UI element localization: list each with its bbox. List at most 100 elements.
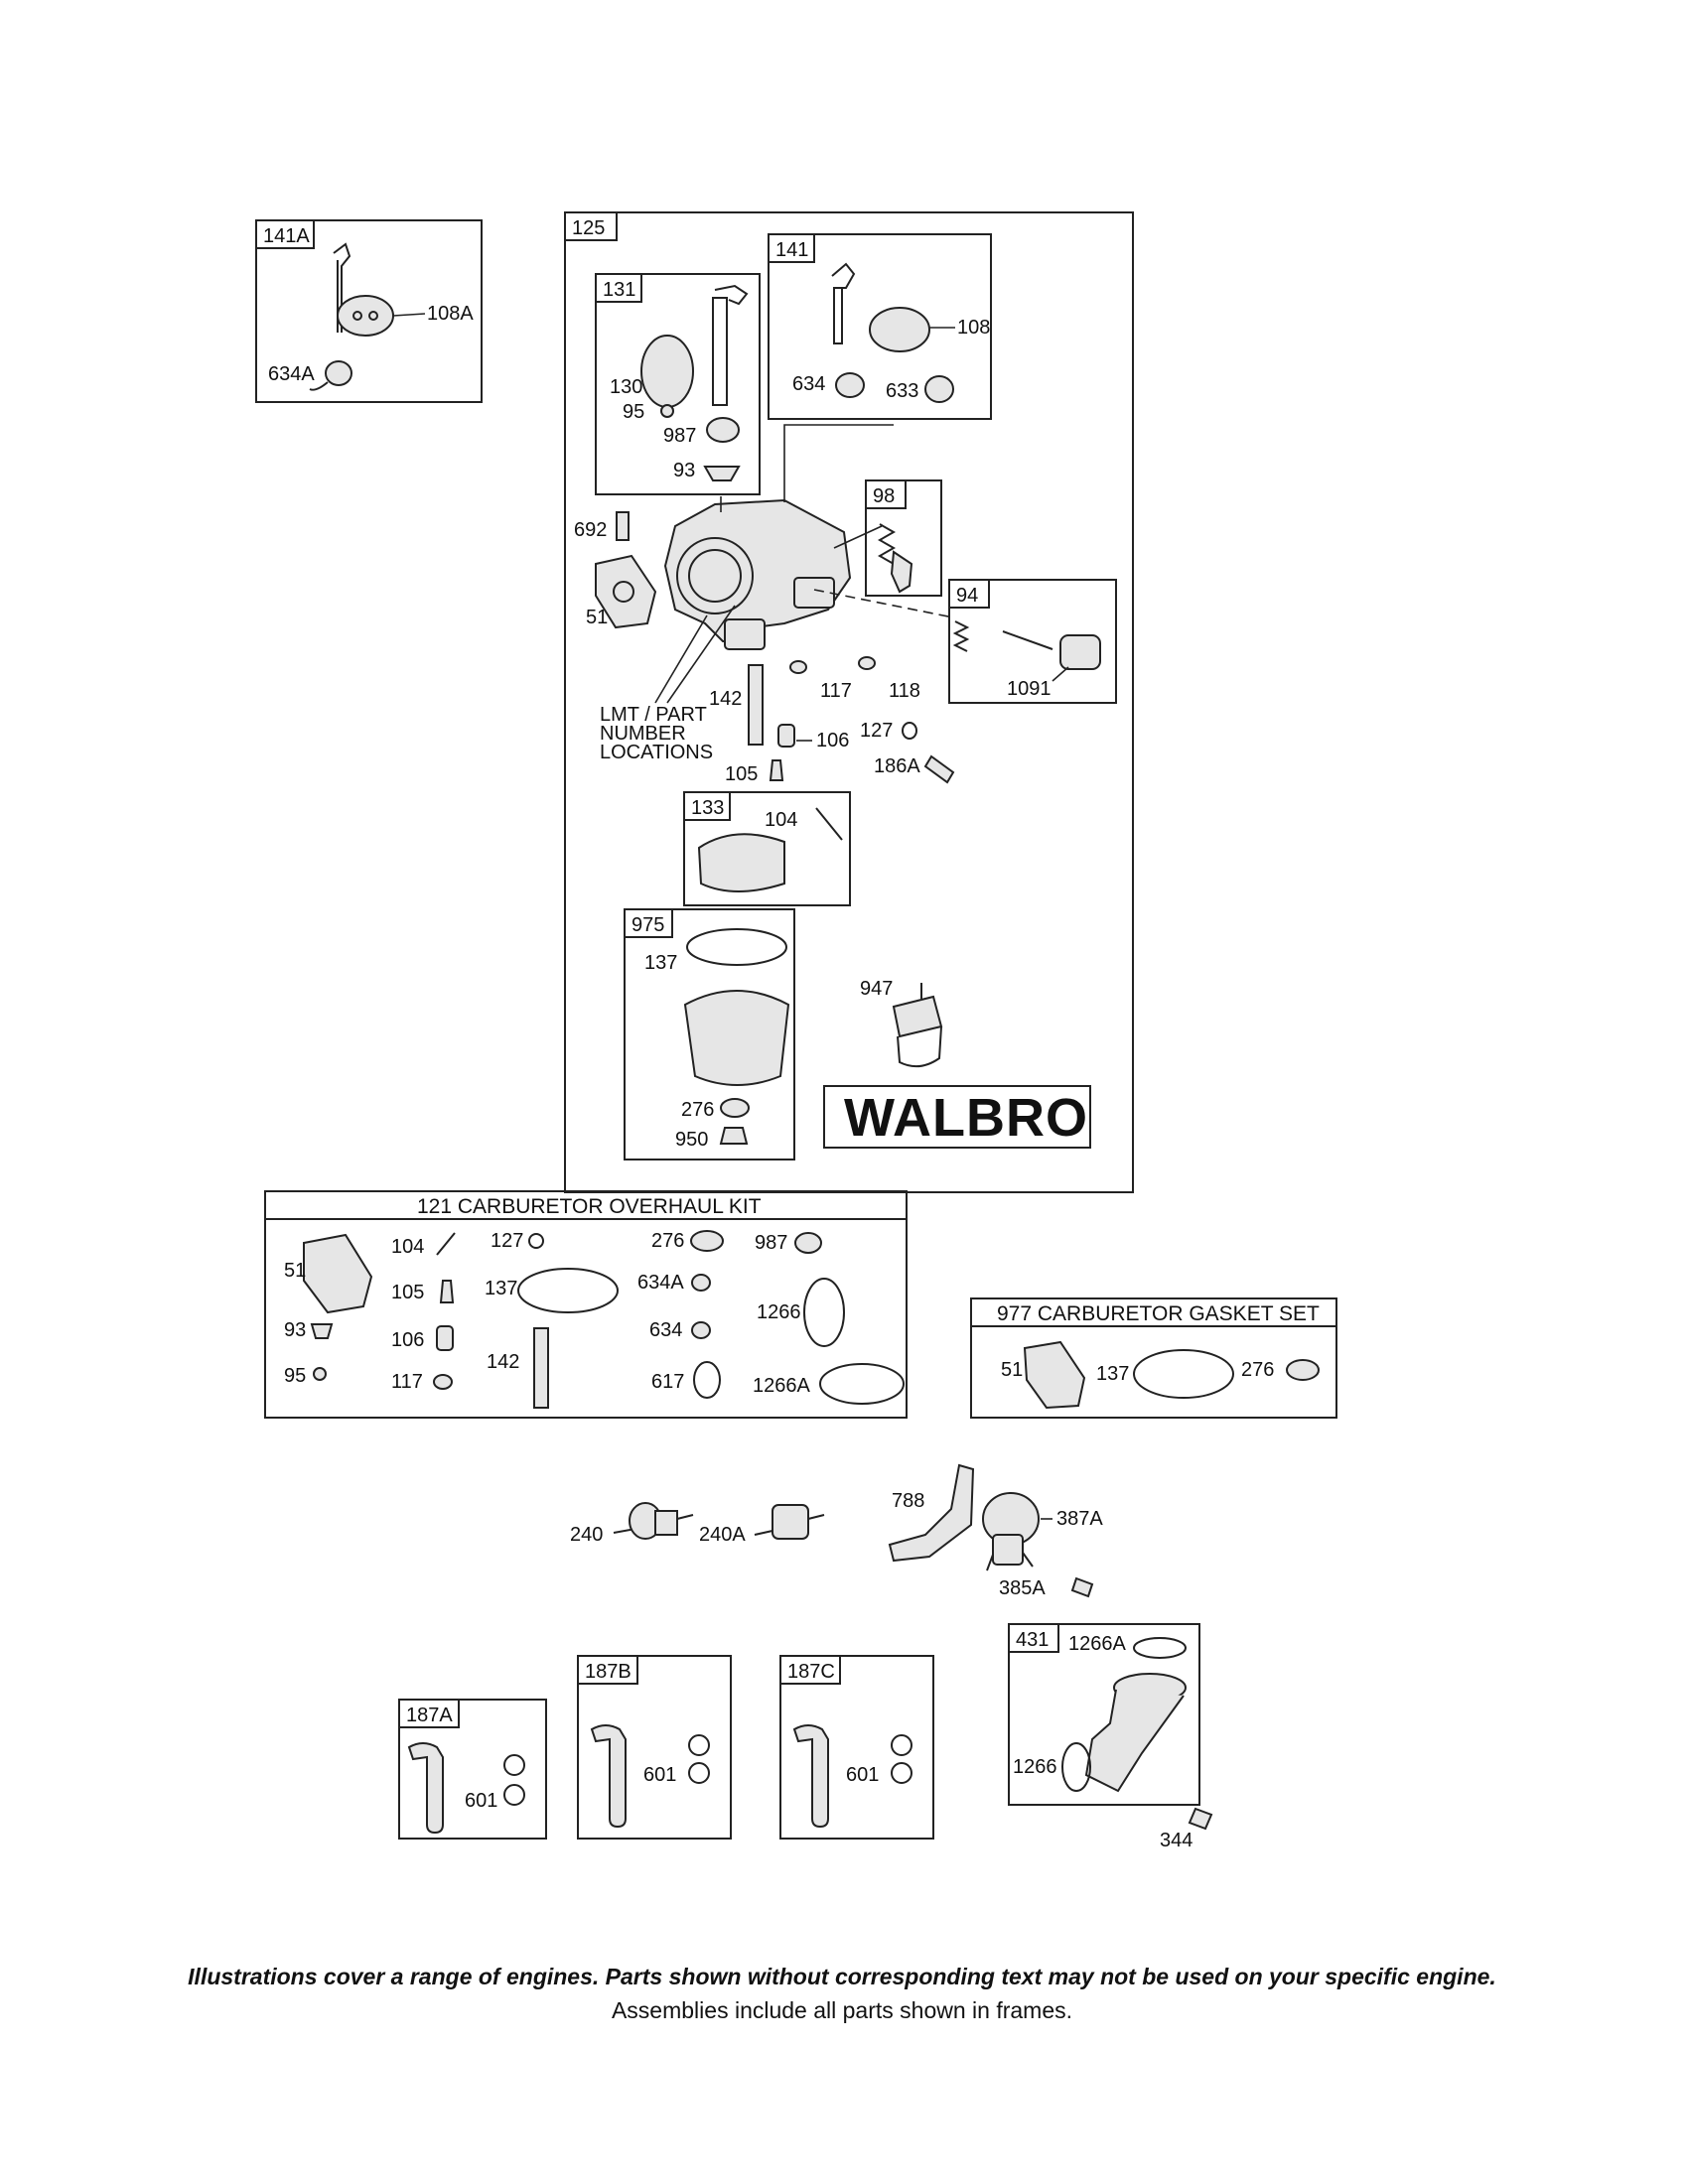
kit-gasket-51-part	[303, 1233, 373, 1314]
frame-141A[interactable]: 141A 108A 634A	[255, 219, 483, 403]
frame-431[interactable]: 431 1266A 1266	[1008, 1623, 1200, 1806]
kit-label-137: 137	[485, 1278, 517, 1299]
label-788: 788	[892, 1490, 924, 1512]
fuel-filter-240A-part	[754, 1504, 825, 1540]
choke-plate-141-part	[869, 307, 930, 352]
footer-disclaimer: Illustrations cover a range of engines. …	[188, 1964, 1496, 1989]
overhaul-kit-title: 121 CARBURETOR OVERHAUL KIT	[417, 1195, 762, 1218]
frame-tag-431: 431	[1016, 1629, 1049, 1651]
frame-tag-94: 94	[956, 585, 978, 607]
choke-shaft-141-part	[831, 262, 856, 344]
frame-187A[interactable]: 187A 601	[398, 1699, 547, 1840]
frame-187C[interactable]: 187C 601	[779, 1655, 934, 1840]
frame-187B[interactable]: 187B 601	[577, 1655, 732, 1840]
frame-tag-141: 141	[775, 239, 808, 261]
label-117: 117	[820, 680, 852, 702]
idle-screw-98-part	[890, 550, 913, 594]
seal-633-part	[924, 375, 954, 403]
label-108: 108	[957, 317, 990, 339]
kit-label-106: 106	[391, 1329, 424, 1351]
screw-117-part	[789, 660, 807, 674]
lmt-note-line-3: LOCATIONS	[600, 742, 713, 763]
fuel-pump-387A-part	[982, 1492, 1040, 1571]
kit-label-95: 95	[284, 1365, 306, 1387]
intake-elbow-431-part	[1084, 1673, 1187, 1793]
bracket-788-part	[888, 1463, 975, 1563]
screw-344-part	[1188, 1807, 1213, 1831]
label-93: 93	[673, 460, 695, 481]
label-240: 240	[570, 1524, 603, 1546]
kit-label-634A: 634A	[637, 1272, 684, 1294]
jet-106-part	[777, 724, 795, 748]
label-633: 633	[886, 380, 918, 402]
label-106: 106	[816, 730, 849, 751]
spring-634-part	[835, 372, 865, 398]
frame-94[interactable]: 94 1091	[948, 579, 1117, 704]
solenoid-1091-part	[1059, 634, 1101, 670]
frame-tag-187A: 187A	[406, 1705, 453, 1726]
kit-label-617: 617	[651, 1371, 684, 1393]
label-130: 130	[610, 376, 642, 398]
walbro-text: WALBRO	[844, 1088, 1088, 1148]
label-276: 276	[681, 1099, 714, 1121]
label-601-187B: 601	[643, 1764, 676, 1786]
frame-975[interactable]: 975 137 276 950	[624, 908, 795, 1160]
kit-label-104: 104	[391, 1236, 424, 1258]
label-387A: 387A	[1056, 1508, 1103, 1530]
label-142: 142	[709, 688, 742, 710]
label-240A: 240A	[699, 1524, 746, 1546]
label-51: 51	[586, 607, 608, 628]
fuel-filter-240-part	[613, 1502, 694, 1540]
kit-label-117: 117	[391, 1371, 423, 1393]
frame-tag-187B: 187B	[585, 1661, 632, 1683]
label-137: 137	[644, 952, 677, 974]
label-1266-431: 1266	[1013, 1756, 1057, 1778]
frame-tag-131: 131	[603, 279, 635, 301]
frame-131[interactable]: 131 130 95 987 93	[595, 273, 761, 495]
float-bowl-part	[683, 990, 790, 1086]
carburetor-body-part	[663, 498, 852, 650]
label-344: 344	[1160, 1830, 1193, 1851]
throttle-shaft-part	[712, 284, 749, 406]
label-385A: 385A	[999, 1577, 1046, 1599]
spring-94-part	[952, 620, 970, 652]
kit-label-51: 51	[284, 1260, 306, 1282]
overhaul-kit-frame[interactable]: 121 CARBURETOR OVERHAUL KIT 51 104 127 2…	[264, 1190, 908, 1419]
screw-95-part	[660, 404, 674, 418]
kit-label-1266: 1266	[757, 1301, 801, 1323]
frame-tag-975: 975	[632, 914, 664, 936]
frame-tag-98: 98	[873, 485, 895, 507]
spring-98-part	[877, 523, 897, 565]
solenoid-947-part	[892, 983, 943, 1068]
label-1091: 1091	[1007, 678, 1052, 700]
emulsion-tube-142-part	[748, 664, 764, 746]
frame-98[interactable]: 98	[865, 479, 942, 597]
kit-label-276: 276	[651, 1230, 684, 1252]
screw-385A-part	[1070, 1576, 1094, 1598]
footer-note: Assemblies include all parts shown in fr…	[611, 1997, 1073, 2023]
throttle-plate-part	[640, 335, 694, 408]
label-108A: 108A	[427, 303, 474, 325]
frame-141[interactable]: 141 108 634 633	[768, 233, 992, 420]
jet-105-part	[769, 759, 784, 781]
kit-label-634: 634	[649, 1319, 682, 1341]
washer-276-part	[720, 1098, 750, 1118]
frame-133[interactable]: 133 104	[683, 791, 851, 906]
gasket-set-frame[interactable]: 977 CARBURETOR GASKET SET 51 137 276	[970, 1297, 1337, 1419]
spring-634A-part	[309, 360, 352, 391]
walbro-brand-label: WALBRO	[823, 1085, 1091, 1149]
label-634A: 634A	[268, 363, 315, 385]
seal-987-part	[706, 417, 740, 443]
frame-tag-125: 125	[572, 217, 605, 239]
gasket-set-title: 977 CARBURETOR GASKET SET	[997, 1302, 1320, 1325]
label-186A: 186A	[874, 755, 920, 777]
label-105: 105	[725, 763, 758, 785]
kit-label-987: 987	[755, 1232, 787, 1254]
seal-93-part	[703, 466, 741, 481]
label-692: 692	[574, 519, 607, 541]
label-634: 634	[792, 373, 825, 395]
label-601-187A: 601	[465, 1790, 497, 1812]
lmt-note-line-1: LMT / PART	[600, 704, 707, 726]
kit-label-142: 142	[487, 1351, 519, 1373]
